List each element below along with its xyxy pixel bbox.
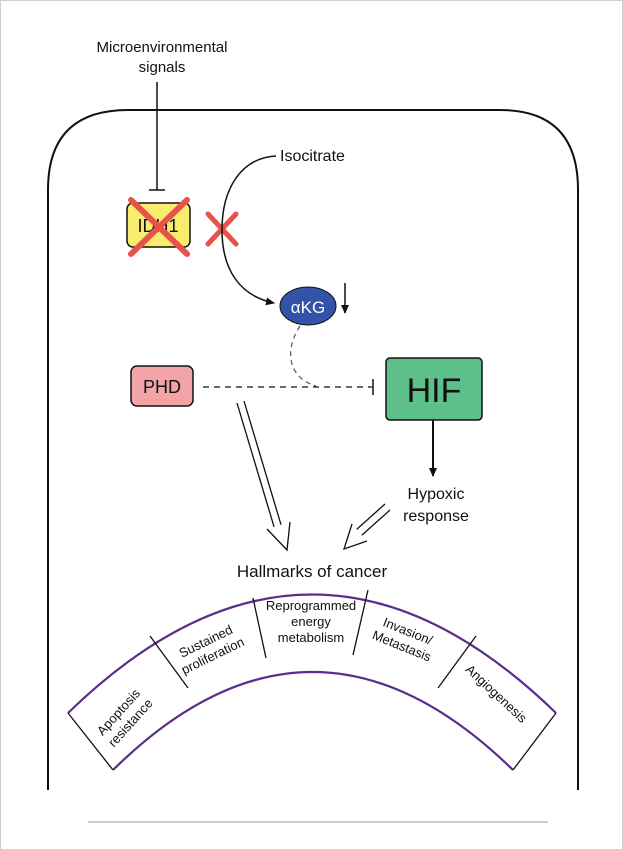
hallmark-metabolism: Reprogrammed energy metabolism <box>266 598 356 645</box>
phd-label: PHD <box>143 377 181 397</box>
hallmark-metabolism-line1: Reprogrammed <box>266 598 356 613</box>
hypoxic-label-line2: response <box>403 508 469 525</box>
akg-dashed-connector <box>290 325 317 387</box>
hallmark-angiogenesis-line1: Angiogenesis <box>463 662 531 727</box>
phd-hallmarks-hollow-arrow <box>236 400 291 552</box>
cell-membrane <box>47 109 579 790</box>
reaction-arrow <box>221 155 277 306</box>
akg-node <box>279 286 337 326</box>
akg-label: αKG <box>291 298 325 317</box>
hif-label: HIF <box>407 372 462 410</box>
hypoxic-hallmarks-hollow-arrow <box>342 503 391 551</box>
signals-label-line2: signals <box>139 59 186 76</box>
phd-box <box>130 365 194 407</box>
signals-label-line1: Microenvironmental <box>97 39 228 56</box>
idh1-cross-icon <box>128 197 190 257</box>
isocitrate-label: Isocitrate <box>280 148 345 165</box>
hallmarks-arc-band <box>67 589 557 771</box>
hallmark-angiogenesis: Angiogenesis <box>463 662 531 727</box>
hallmarks-title: Hallmarks of cancer <box>237 562 388 581</box>
hallmark-metabolism-line3: metabolism <box>278 630 344 645</box>
hallmark-invasion: Invasion/ Metastasis <box>370 614 435 664</box>
hallmark-metabolism-line2: energy <box>291 614 331 629</box>
hypoxic-label-line1: Hypoxic <box>408 486 465 503</box>
